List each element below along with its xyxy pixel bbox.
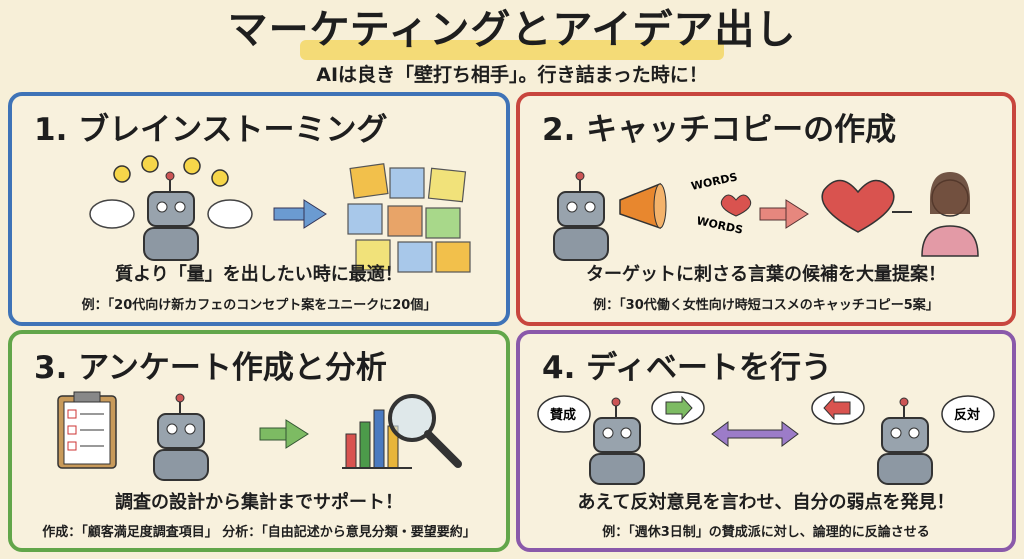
page-title: マーケティングとアイデア出し <box>227 7 797 53</box>
panel-example: 例：「20代向け新カフェのコンセプト案をユニークに20個」 <box>81 298 437 313</box>
survey-illustration <box>57 391 462 481</box>
debate-illustration: 賛成 反対 <box>537 391 995 485</box>
robot-icon <box>553 171 609 261</box>
panel-main-text: 質より「量」を出したい時に最適！ <box>115 264 403 285</box>
panel-brainstorming: 1. ブレインストーミング <box>8 92 510 326</box>
panel-main-text: あえて反対意見を言わせ、自分の弱点を発見！ <box>577 492 955 513</box>
clipboard-icon <box>57 391 117 469</box>
bar-chart-icon <box>342 409 412 469</box>
panel-title: 1. ブレインストーミング <box>34 112 388 148</box>
word-label: WORDS <box>690 170 739 193</box>
arrow-icon <box>273 199 327 229</box>
panel-main-text: 調査の設計から集計までサポート！ <box>115 492 403 513</box>
panel-debate: 4. ディベートを行う 賛成 <box>516 330 1016 552</box>
speech-bubble-icon: 賛成 <box>537 395 591 433</box>
panel-survey: 3. アンケート作成と分析 <box>8 330 510 552</box>
thought-cloud-icon <box>89 199 253 229</box>
speech-bubble-icon <box>651 391 705 425</box>
brainstorm-illustration <box>89 155 471 273</box>
megaphone-icon <box>619 182 667 230</box>
arrow-icon <box>259 419 309 449</box>
magnifier-icon <box>388 394 462 468</box>
page-subtitle: AIは良き「壁打ち相手」。行き詰まった時に！ <box>316 64 708 86</box>
speech-bubble-icon: 反対 <box>941 395 995 433</box>
panel-title: 2. キャッチコピーの作成 <box>542 112 897 148</box>
robot-icon <box>153 393 209 481</box>
heart-icon <box>720 194 752 217</box>
panel-example: 作成：「顧客満足度調査項目」 分析：「自由記述から意見分類・要望要約」 <box>42 525 476 540</box>
robot-icon <box>589 397 645 485</box>
double-arrow-icon <box>711 421 799 447</box>
speech-bubble-icon <box>811 391 865 425</box>
panel-example: 例：「30代働く女性向け時短コスメのキャッチコピー5案」 <box>593 298 939 313</box>
panel-example: 例：「週休3日制」の賛成派に対し、論理的に反論させる <box>602 525 930 540</box>
pro-label: 賛成 <box>550 407 576 423</box>
robot-icon <box>143 171 199 261</box>
person-icon <box>921 172 979 257</box>
panel-main-text: ターゲットに刺さる言葉の候補を大量提案！ <box>586 264 946 285</box>
title-highlight <box>300 40 724 60</box>
panel-title: 3. アンケート作成と分析 <box>34 350 387 386</box>
arrow-icon <box>759 199 809 229</box>
catchcopy-illustration: WORDS WORDS <box>553 170 979 261</box>
sticky-notes-icon <box>347 163 471 273</box>
heart-icon <box>821 179 895 233</box>
header: マーケティングとアイデア出し <box>0 4 1024 60</box>
word-label: WORDS <box>695 214 744 237</box>
panel-catchcopy: 2. キャッチコピーの作成 WORDS WORDS ターゲットに刺さる言葉の <box>516 92 1016 326</box>
robot-icon <box>877 397 933 485</box>
panel-title: 4. ディベートを行う <box>542 350 832 386</box>
con-label: 反対 <box>954 407 980 423</box>
lightbulb-icon <box>113 155 229 187</box>
